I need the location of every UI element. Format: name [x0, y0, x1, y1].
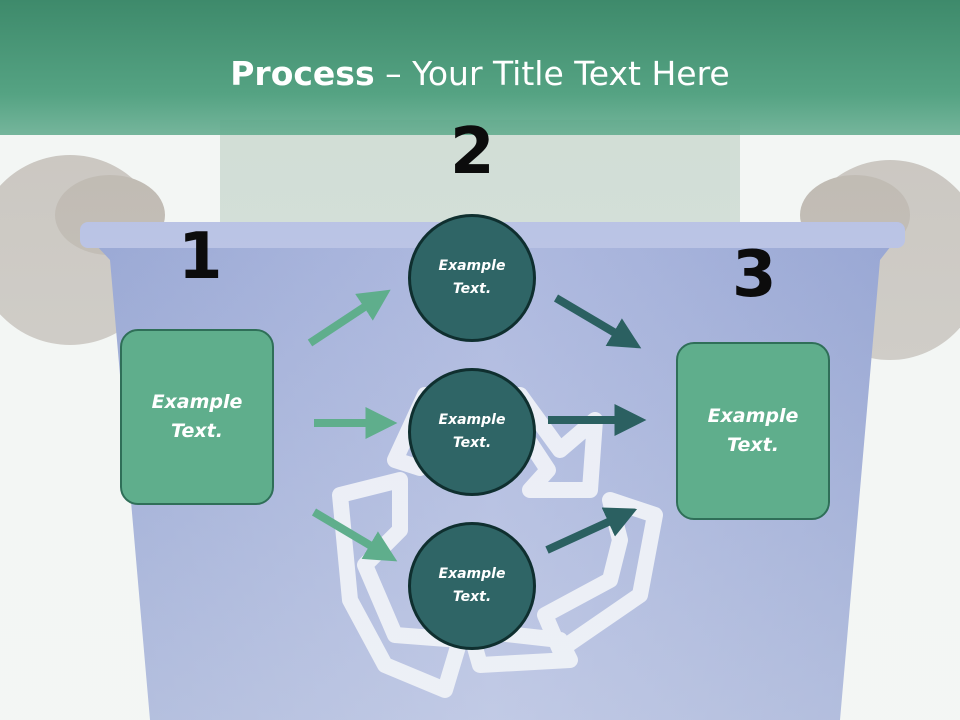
arrow-top-to-right: [553, 294, 642, 349]
step-circle-middle: Example Text.: [408, 368, 536, 496]
step-box-right-label: Example Text.: [707, 405, 799, 456]
step-number-2: 2: [450, 115, 495, 189]
step-circle-top: Example Text.: [408, 214, 536, 342]
title-rest: Your Title Text Here: [412, 54, 730, 93]
step-number-1: 1: [178, 220, 223, 294]
step-circle-top-label: Example Text.: [438, 258, 506, 297]
title-bold: Process: [230, 54, 375, 93]
title-separator: –: [385, 54, 402, 93]
step-circle-middle-label: Example Text.: [438, 412, 506, 451]
step-box-left-label: Example Text.: [151, 391, 243, 442]
step-box-left: Example Text.: [120, 329, 274, 505]
step-box-right: Example Text.: [676, 342, 830, 520]
arrow-left-to-top: [307, 289, 391, 347]
step-circle-bottom-label: Example Text.: [438, 566, 506, 605]
title-bar: [0, 0, 960, 135]
step-circle-bottom: Example Text.: [408, 522, 536, 650]
slide-title: Process – Your Title Text Here: [0, 52, 960, 96]
arrow-bottom-to-right: [545, 507, 638, 554]
step-number-3: 3: [732, 238, 777, 312]
arrow-left-to-bottom: [311, 508, 398, 562]
